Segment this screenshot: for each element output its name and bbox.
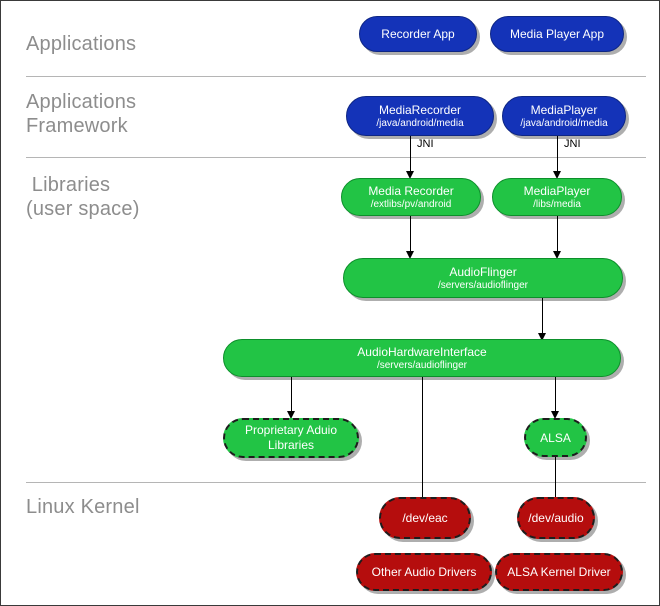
node-dev-audio-title: /dev/audio [528, 511, 584, 525]
connector-ahi-to-proprietary [291, 377, 292, 413]
layer-label-linux-kernel: Linux Kernel [26, 496, 140, 518]
node-media-player-library-path: /libs/media [533, 198, 581, 210]
node-media-recorder-library[interactable]: Media Recorder /extlibs/pv/android [341, 178, 481, 216]
node-dev-eac-title: /dev/eac [402, 511, 448, 525]
connector-ahi-to-alsa-arrow [551, 411, 559, 419]
node-media-recorder-library-title: Media Recorder [368, 183, 454, 198]
node-alsa-title: ALSA [540, 430, 571, 445]
connector-audioflinger-to-ahi-arrow [538, 333, 546, 341]
node-audioflinger[interactable]: AudioFlinger /servers/audioflinger [343, 258, 623, 298]
node-alsa-kernel-driver-title: ALSA Kernel Driver [507, 565, 611, 579]
node-other-audio-drivers[interactable]: Other Audio Drivers [356, 553, 492, 591]
node-media-recorder-library-path: /extlibs/pv/android [370, 198, 452, 210]
node-recorder-app-title: Recorder App [381, 27, 455, 41]
node-audiohardwareinterface[interactable]: AudioHardwareInterface /servers/audiofli… [223, 339, 621, 377]
connector-alsa-to-dev-audio [555, 457, 556, 508]
node-media-player-app-title: Media Player App [509, 27, 605, 41]
connector-recorder-to-audioflinger [410, 216, 411, 254]
node-recorder-app[interactable]: Recorder App [359, 16, 477, 52]
node-alsa[interactable]: ALSA [524, 418, 587, 457]
divider-framework [26, 157, 646, 158]
connector-jni-left [410, 136, 411, 174]
node-mediaplayer-framework-path: /java/android/media [520, 117, 608, 129]
node-dev-eac[interactable]: /dev/eac [379, 497, 471, 539]
node-dev-audio[interactable]: /dev/audio [517, 497, 595, 539]
node-mediarecorder-framework-path: /java/android/media [376, 117, 464, 129]
node-mediaplayer-framework-title: MediaPlayer [530, 102, 598, 117]
connector-recorder-to-audioflinger-arrow [406, 251, 414, 259]
connector-player-to-audioflinger [557, 216, 558, 254]
connector-ahi-to-alsa [555, 377, 556, 413]
node-proprietary-audio-libraries-title: Proprietary Aduio [244, 423, 338, 437]
node-media-player-library-title: MediaPlayer [523, 183, 591, 198]
node-proprietary-audio-libraries-subtitle: Libraries [267, 438, 315, 452]
node-audioflinger-path: /servers/audioflinger [437, 279, 529, 291]
connector-jni-right-arrow [553, 171, 561, 179]
edge-label-jni-right: JNI [564, 138, 581, 150]
node-media-player-library[interactable]: MediaPlayer /libs/media [492, 178, 622, 216]
connector-ahi-to-proprietary-arrow [287, 411, 295, 419]
connector-player-to-audioflinger-arrow [553, 251, 561, 259]
connector-jni-left-arrow [406, 171, 414, 179]
node-proprietary-audio-libraries[interactable]: Proprietary Aduio Libraries [223, 418, 359, 458]
node-media-player-app[interactable]: Media Player App [490, 16, 624, 52]
layer-label-applications-framework: Applications Framework [26, 91, 137, 137]
node-audiohardwareinterface-path: /servers/audioflinger [376, 359, 468, 371]
layer-label-libraries: Libraries (user space) [26, 174, 140, 220]
divider-libraries [26, 482, 646, 483]
connector-jni-right [557, 136, 558, 174]
connector-ahi-to-dev-eac [422, 377, 423, 508]
layer-label-applications: Applications [26, 33, 137, 55]
node-audiohardwareinterface-title: AudioHardwareInterface [357, 344, 487, 359]
node-mediarecorder-framework-title: MediaRecorder [378, 102, 462, 117]
node-audioflinger-title: AudioFlinger [449, 264, 517, 279]
divider-applications [26, 76, 646, 77]
node-mediaplayer-framework[interactable]: MediaPlayer /java/android/media [502, 96, 626, 136]
node-other-audio-drivers-title: Other Audio Drivers [371, 565, 477, 579]
node-alsa-kernel-driver[interactable]: ALSA Kernel Driver [495, 553, 623, 591]
connector-audioflinger-to-ahi [542, 298, 543, 336]
edge-label-jni-left: JNI [417, 138, 434, 150]
node-mediarecorder-framework[interactable]: MediaRecorder /java/android/media [346, 96, 494, 136]
